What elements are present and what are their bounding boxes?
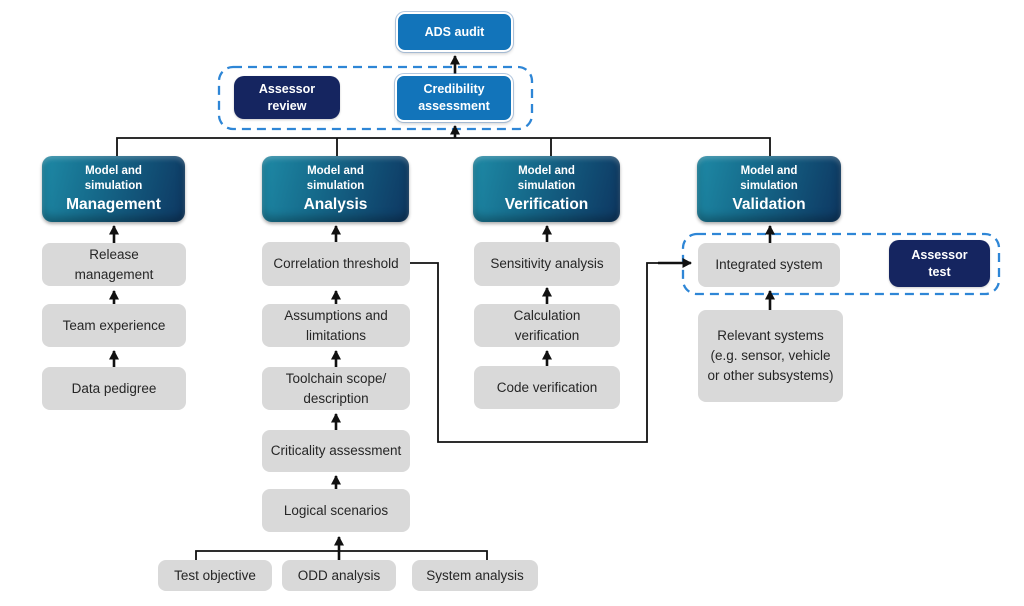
node-label: Sensitivity analysis <box>490 256 604 271</box>
node-assessor-review: Assessor review <box>234 76 340 119</box>
node-label: Criticality assessment <box>270 443 402 458</box>
node-label: Assumptions and limitations <box>284 307 388 343</box>
header-title: Analysis <box>303 196 368 213</box>
node-correlation-threshold: Correlation threshold <box>262 242 410 286</box>
dashed-box-assessor-test <box>681 232 1001 296</box>
node-label: Credibility assessment <box>418 82 490 113</box>
header-subtitle: Model and simulation <box>740 165 798 192</box>
node-assumptions-limitations: Assumptions and limitations <box>262 304 410 347</box>
dashed-box-assessment <box>217 65 534 131</box>
node-integrated-system: Integrated system <box>698 243 840 287</box>
node-label: Correlation threshold <box>273 256 399 271</box>
node-release-management: Release management <box>42 243 186 286</box>
node-data-pedigree: Data pedigree <box>42 367 186 410</box>
node-label: Assessor test <box>911 247 968 279</box>
node-sensitivity-analysis: Sensitivity analysis <box>474 242 620 286</box>
header-validation: Model and simulation Validation <box>697 156 841 222</box>
sources-trunk-line <box>195 550 488 560</box>
node-label: Release management <box>74 246 154 282</box>
header-subtitle: Model and simulation <box>306 165 365 192</box>
node-label: ADS audit <box>424 24 485 39</box>
node-label: Test objective <box>174 567 256 583</box>
node-odd-analysis: ODD analysis <box>282 560 396 591</box>
node-toolchain-scope: Toolchain scope/ description <box>262 367 410 410</box>
node-label: System analysis <box>426 567 524 583</box>
header-subtitle: Model and simulation <box>84 165 143 192</box>
node-test-objective: Test objective <box>158 560 272 591</box>
node-logical-scenarios: Logical scenarios <box>262 489 410 532</box>
node-label: Toolchain scope/ description <box>285 370 387 406</box>
node-label: Team experience <box>62 317 166 333</box>
top-trunk-line <box>116 137 771 156</box>
header-title: Validation <box>732 196 806 213</box>
node-label: Relevant systems (e.g. sensor, vehicle o… <box>707 328 834 383</box>
analysis-to-validation-line <box>410 262 658 443</box>
node-label: Code verification <box>496 379 598 395</box>
node-label: Assessor review <box>258 81 316 113</box>
node-label: ODD analysis <box>297 567 381 583</box>
node-team-experience: Team experience <box>42 304 186 347</box>
header-management: Model and simulation Management <box>42 156 185 222</box>
header-title: Management <box>66 196 161 213</box>
node-label: Calculation verification <box>513 307 581 343</box>
node-criticality-assessment: Criticality assessment <box>262 430 410 472</box>
node-system-analysis: System analysis <box>412 560 538 591</box>
node-code-verification: Code verification <box>474 366 620 409</box>
node-credibility-assessment: Credibility assessment <box>395 74 513 122</box>
node-calculation-verification: Calculation verification <box>474 304 620 347</box>
node-label: Logical scenarios <box>283 502 389 518</box>
header-title: Verification <box>504 196 589 213</box>
node-label: Data pedigree <box>71 380 157 396</box>
node-label: Integrated system <box>715 257 823 272</box>
node-relevant-systems: Relevant systems (e.g. sensor, vehicle o… <box>698 310 843 402</box>
header-subtitle: Model and simulation <box>517 165 576 192</box>
header-analysis: Model and simulation Analysis <box>262 156 409 222</box>
header-verification: Model and simulation Verification <box>473 156 620 222</box>
node-ads-audit: ADS audit <box>396 12 513 52</box>
node-assessor-test: Assessor test <box>889 240 990 287</box>
